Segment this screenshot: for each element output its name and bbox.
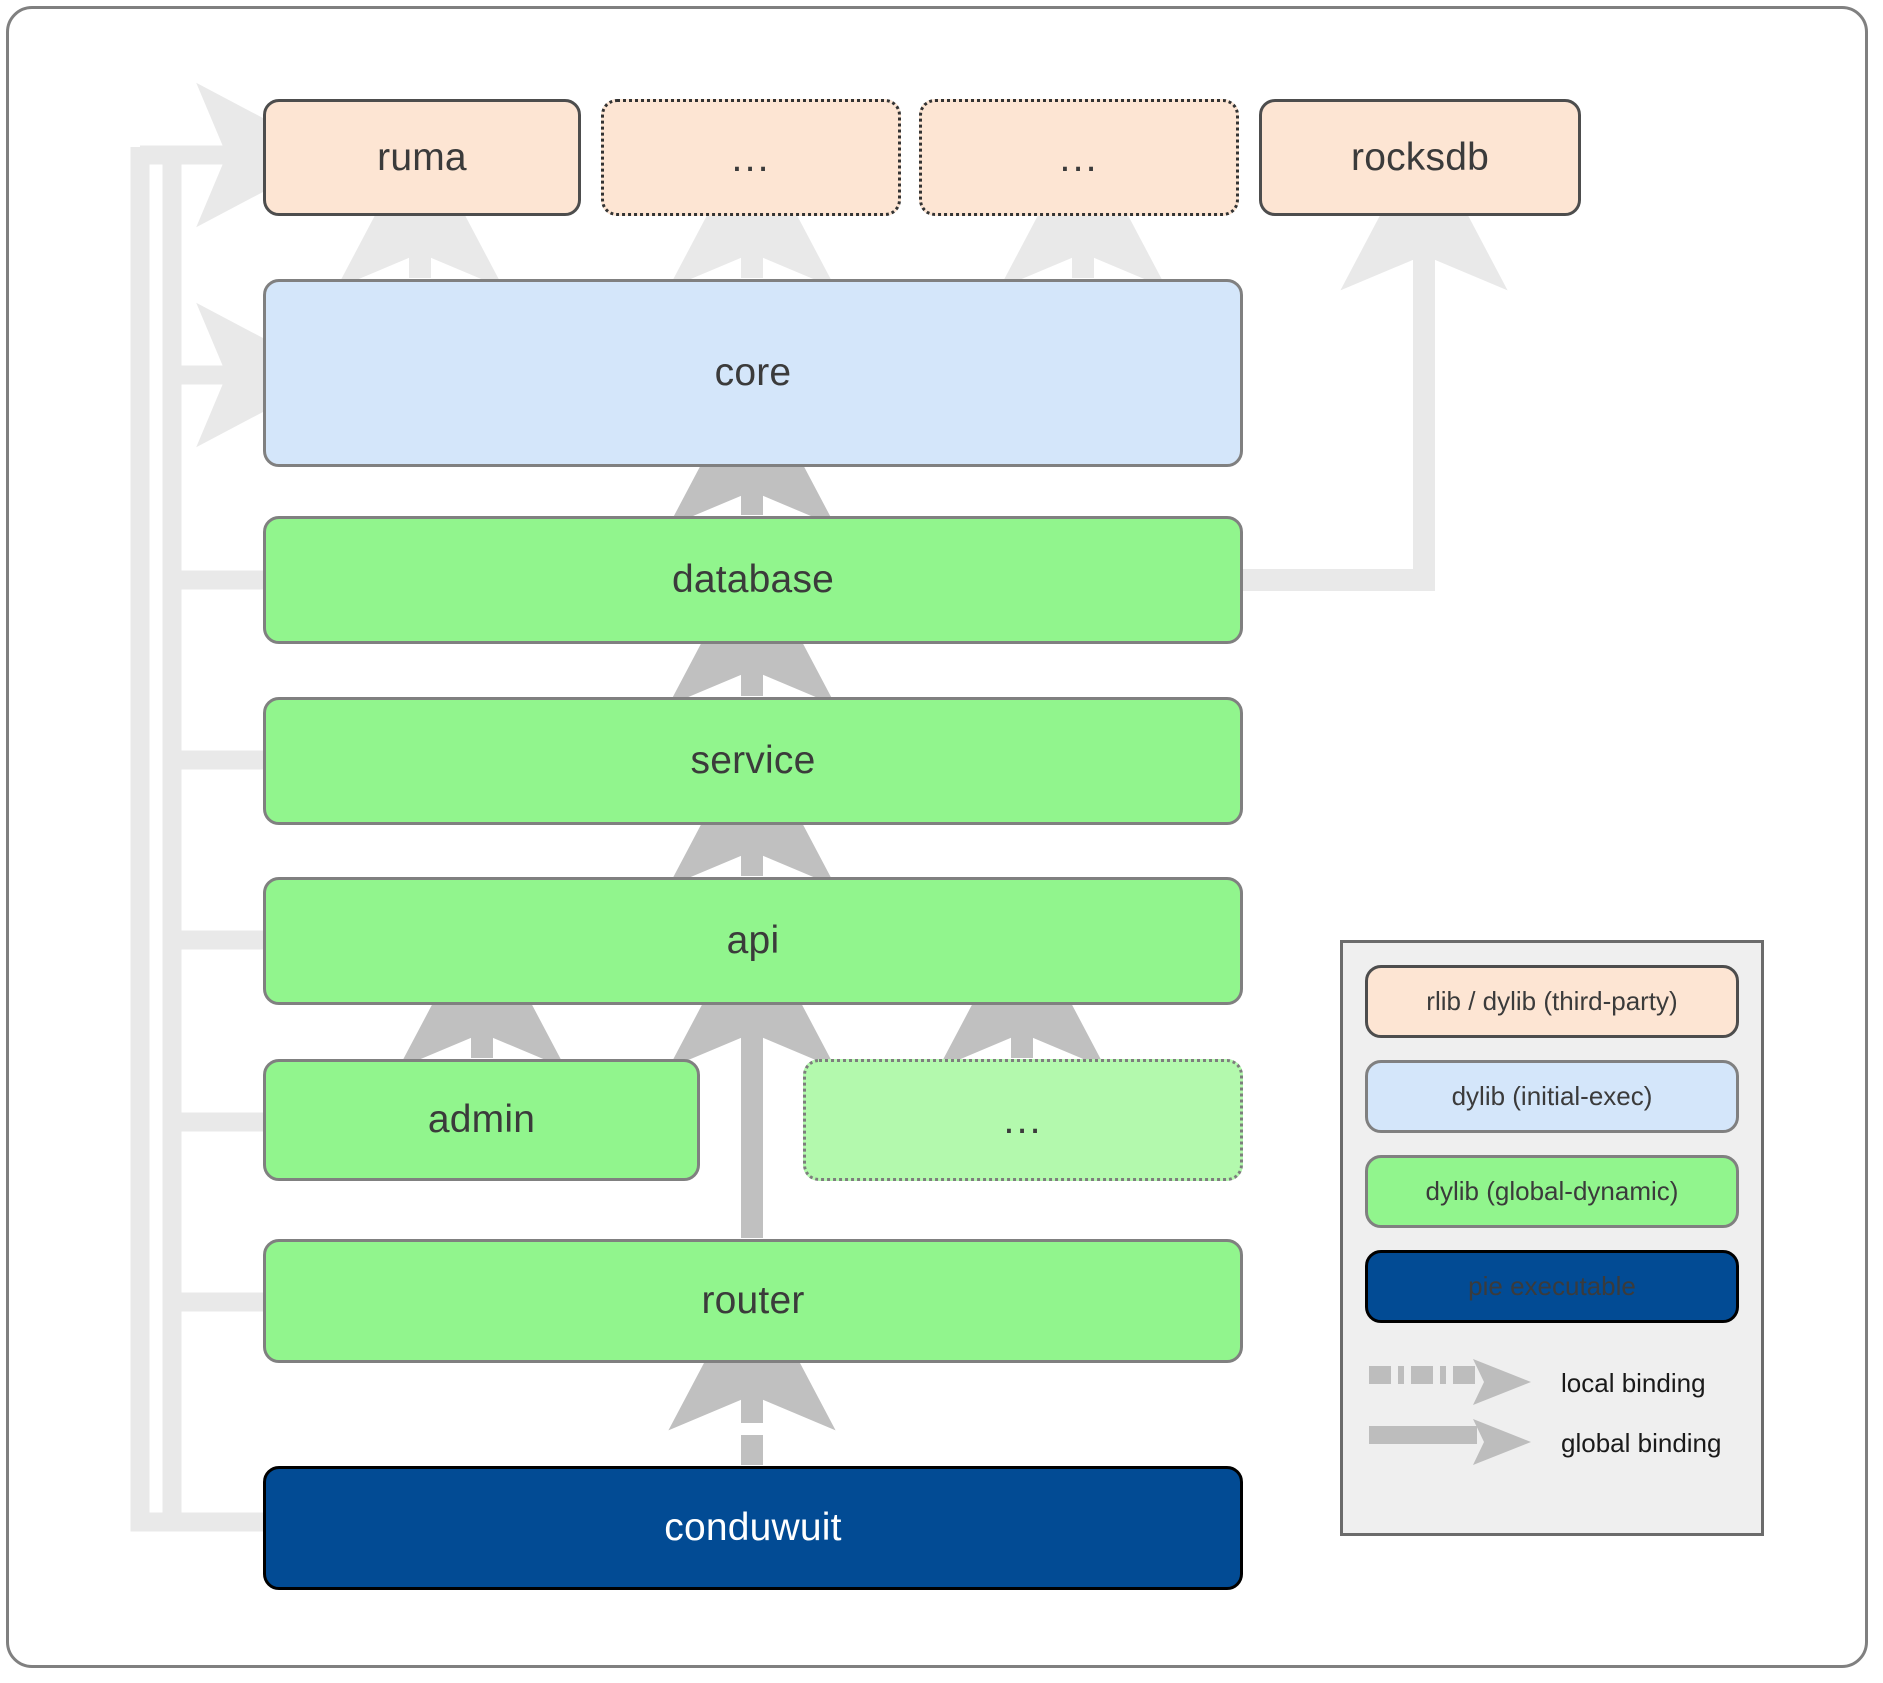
edge-bus-branches bbox=[172, 570, 268, 1312]
node-label: admin bbox=[427, 1098, 536, 1141]
edge-conduwuit-bus bbox=[130, 147, 265, 1532]
node-label: rocksdb bbox=[1351, 135, 1489, 179]
legend-panel: rlib / dylib (third-party) dylib (initia… bbox=[1340, 940, 1764, 1536]
dashed-arrow-icon bbox=[1369, 1359, 1531, 1405]
node-database[interactable]: database bbox=[263, 516, 1243, 644]
node-label: core bbox=[714, 351, 792, 394]
legend-item-third-party: rlib / dylib (third-party) bbox=[1365, 965, 1739, 1038]
legend-binding-list: local binding global binding bbox=[1365, 1353, 1739, 1473]
node-plugin-x[interactable]: ... bbox=[803, 1059, 1243, 1181]
legend-item-global-dynamic: dylib (global-dynamic) bbox=[1365, 1155, 1739, 1228]
edge-bus-arrowed bbox=[140, 82, 333, 448]
node-label: ... bbox=[731, 135, 771, 180]
edge-core-thirdparty bbox=[336, 130, 1167, 289]
node-rocksdb[interactable]: rocksdb bbox=[1259, 99, 1581, 216]
node-label: ruma bbox=[377, 135, 467, 179]
legend-item-label: pie executable bbox=[1468, 1271, 1636, 1301]
node-api[interactable]: api bbox=[263, 877, 1243, 1005]
legend-binding-local: local binding bbox=[1365, 1353, 1739, 1413]
legend-item-label: dylib (initial-exec) bbox=[1451, 1081, 1653, 1111]
node-label: conduwuit bbox=[664, 1506, 842, 1549]
node-third-b[interactable]: ... bbox=[919, 99, 1239, 216]
node-service[interactable]: service bbox=[263, 697, 1243, 825]
node-conduwuit[interactable]: conduwuit bbox=[263, 1466, 1243, 1590]
node-core[interactable]: core bbox=[263, 279, 1243, 467]
legend-item-initial-exec: dylib (initial-exec) bbox=[1365, 1060, 1739, 1133]
node-label: ... bbox=[1059, 135, 1099, 180]
legend-item-label: dylib (global-dynamic) bbox=[1425, 1176, 1679, 1206]
node-label: service bbox=[690, 739, 816, 782]
node-third-a[interactable]: ... bbox=[601, 99, 901, 216]
legend-item-pie-executable: pie executable bbox=[1365, 1250, 1739, 1323]
node-label: database bbox=[671, 558, 835, 601]
node-ruma[interactable]: ruma bbox=[263, 99, 581, 216]
edge-database-rocksdb bbox=[1243, 132, 1508, 591]
node-label: ... bbox=[1003, 1098, 1043, 1142]
legend-binding-global: global binding bbox=[1365, 1413, 1739, 1473]
node-router[interactable]: router bbox=[263, 1239, 1243, 1363]
solid-arrow-icon bbox=[1369, 1419, 1531, 1465]
legend-binding-label: local binding bbox=[1561, 1367, 1706, 1398]
node-admin[interactable]: admin bbox=[263, 1059, 700, 1181]
node-label: router bbox=[701, 1279, 805, 1322]
edge-stack-global bbox=[398, 368, 1106, 1238]
legend-item-label: rlib / dylib (third-party) bbox=[1426, 986, 1678, 1016]
node-label: api bbox=[726, 919, 780, 962]
legend-binding-label: global binding bbox=[1561, 1427, 1722, 1458]
